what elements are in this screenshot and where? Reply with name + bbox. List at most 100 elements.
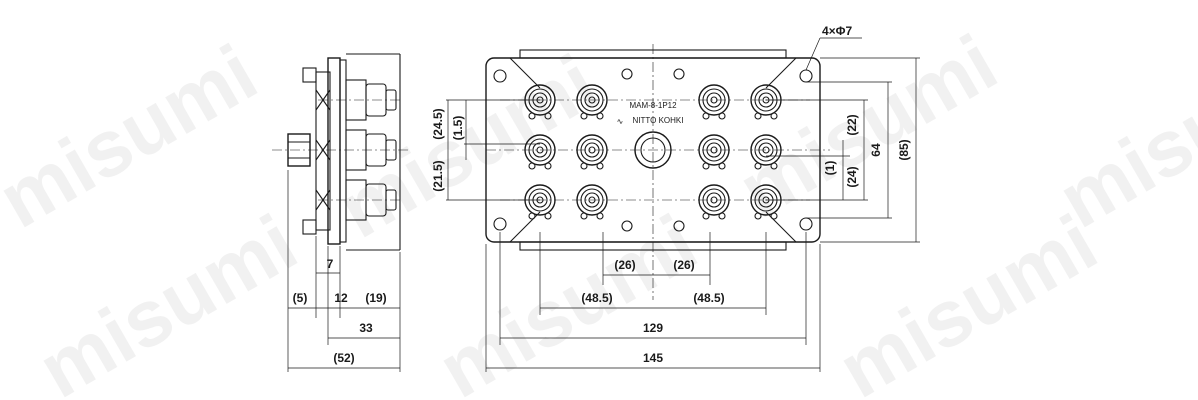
coupler-ear [528, 162, 536, 170]
dim-52-label: (52) [333, 351, 354, 365]
coupler-ring [706, 192, 722, 208]
front-corner-line [509, 57, 541, 89]
coupler-socket [576, 134, 608, 170]
mounting-hole [799, 69, 813, 83]
coupler-socket [576, 84, 608, 120]
coupler-ear [770, 162, 778, 170]
coupler-ring [710, 146, 718, 154]
side-coupler-middle-tip [385, 139, 397, 161]
maker-label: NITTO KOHKI [633, 116, 684, 125]
mounting-hole [493, 69, 507, 83]
coupler-ring [750, 134, 782, 166]
coupler-ring [702, 188, 726, 212]
coupler-ring [758, 142, 774, 158]
dim-19-label: (19) [365, 291, 386, 305]
dim-85-label: (85) [897, 139, 911, 160]
coupler-ring [580, 88, 604, 112]
coupler-ring [576, 134, 608, 166]
coupler-ring [702, 138, 726, 162]
coupler-ear [754, 112, 762, 120]
coupler-ear [770, 112, 778, 120]
dim-21-5-label: (21.5) [431, 160, 445, 191]
coupler-socket [524, 134, 556, 170]
coupler-ring [584, 142, 600, 158]
coupler-ring [576, 84, 608, 116]
callout-holes-label: 4×Φ7 [822, 24, 853, 38]
coupler-ring [588, 146, 596, 154]
coupler-socket [750, 134, 782, 170]
coupler-ear [702, 162, 710, 170]
coupler-ring [532, 142, 548, 158]
coupler-socket [698, 184, 730, 220]
dim-1-label: (1) [823, 161, 837, 176]
coupler-ear [580, 162, 588, 170]
coupler-ear [544, 162, 552, 170]
dim-26-right-label: (26) [673, 258, 694, 272]
coupler-ring [580, 188, 604, 212]
callout-leader [805, 37, 821, 71]
side-view: 7 (5) 12 (19) 33 (52) [272, 53, 410, 372]
side-hatch [315, 139, 331, 161]
front-corner-line [765, 57, 797, 89]
watermark-text: misumi [824, 198, 1111, 400]
coupler-ear [754, 162, 762, 170]
coupler-ring [528, 138, 552, 162]
coupler-ring [576, 184, 608, 216]
coupler-ring [698, 184, 730, 216]
coupler-ear [754, 212, 762, 220]
coupler-ear [544, 212, 552, 220]
coupler-ring [706, 142, 722, 158]
coupler-ear [528, 112, 536, 120]
dim-1-5-label: (1.5) [451, 116, 465, 141]
coupler-ear [580, 212, 588, 220]
screw-head [673, 220, 685, 232]
front-view: MAM-8-1P12 NITTO KOHKI ∿ 4×Φ7 (26) (26) … [431, 24, 920, 372]
coupler-ear [718, 112, 726, 120]
coupler-ring [710, 96, 718, 104]
coupler-ear [544, 112, 552, 120]
side-hatch [315, 189, 331, 211]
coupler-socket [698, 134, 730, 170]
coupler-ear [596, 112, 604, 120]
screw-head [673, 68, 685, 80]
screw-head [621, 220, 633, 232]
logo-icon: ∿ [617, 117, 624, 126]
watermark-text: misumi [324, 38, 611, 255]
coupler-ring [754, 138, 778, 162]
coupler-ring [698, 134, 730, 166]
coupler-ear [580, 112, 588, 120]
coupler-ear [596, 162, 604, 170]
coupler-ear [702, 112, 710, 120]
dim-33-label: 33 [359, 321, 373, 335]
dim-24-label: (24) [845, 166, 859, 187]
coupler-socket [750, 84, 782, 120]
coupler-socket [576, 184, 608, 220]
coupler-ear [718, 162, 726, 170]
coupler-ear [770, 212, 778, 220]
dim-12-label: 12 [334, 291, 348, 305]
front-bottom-rail [519, 241, 787, 251]
coupler-ring [588, 196, 596, 204]
watermark-text: misumi [424, 198, 711, 400]
side-bottom-bolt [302, 219, 317, 235]
dim-48-5-left-label: (48.5) [581, 291, 612, 305]
coupler-ring [584, 92, 600, 108]
model-label: MAM-8-1P12 [629, 101, 677, 110]
coupler-socket [698, 84, 730, 120]
side-coupler-bottom-tip [385, 189, 397, 211]
coupler-ring [710, 196, 718, 204]
dim-64-label: 64 [869, 143, 883, 157]
side-coupler-top-tip [385, 89, 397, 111]
center-port-inner [640, 137, 666, 163]
coupler-ring [580, 138, 604, 162]
side-body-block [315, 71, 331, 231]
mounting-hole [799, 217, 813, 231]
mounting-hole [493, 217, 507, 231]
coupler-ear [528, 212, 536, 220]
dim-26-left-label: (26) [614, 258, 635, 272]
dim-48-5-right-label: (48.5) [693, 291, 724, 305]
dim-5-label: (5) [293, 291, 308, 305]
coupler-ring [698, 84, 730, 116]
side-center-nut [287, 133, 311, 167]
watermark-text: misumi [24, 198, 311, 400]
